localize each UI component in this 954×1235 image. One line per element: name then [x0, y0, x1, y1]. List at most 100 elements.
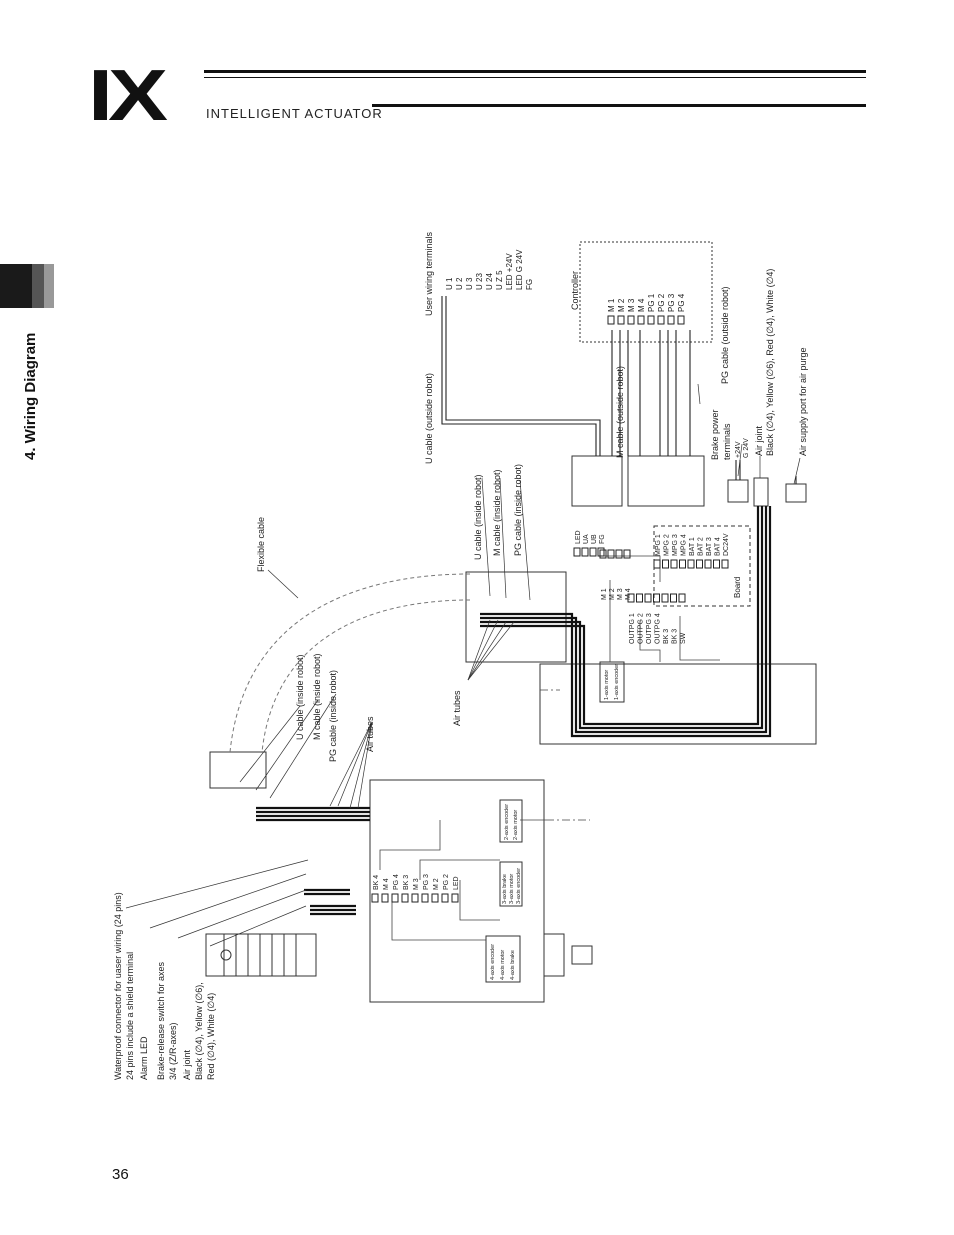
board-top-terminal-pin [670, 559, 678, 569]
air-joint-label: Air joint [182, 1049, 192, 1080]
arm-terminal-label: LED [453, 876, 460, 890]
arm-terminal-pin [411, 893, 419, 903]
m-cable-outside-label: M cable (outside robot) [615, 366, 625, 458]
brake-power-label-1: Brake power [710, 409, 720, 460]
base-m-terminal-pin [599, 549, 607, 559]
company-logo: IX INTELLIGENT ACTUATOR [88, 60, 382, 132]
controller-terminal-label: PG 2 [657, 293, 666, 312]
board-top-terminal-pin [679, 559, 686, 569]
internal-wiring [379, 555, 720, 941]
arm-housing [369, 779, 545, 1003]
u-cable-connector [571, 455, 623, 507]
m-pg-cable-connector [627, 455, 705, 507]
board-top-terminal-label: BAT 3 [706, 537, 713, 556]
axis2-motor-box [499, 799, 523, 843]
user-terminal-label: U 24 [485, 273, 494, 290]
board-top-terminal-pin [696, 559, 703, 569]
section-tab-shade-light [44, 264, 54, 308]
brake-power-label-2: terminals [722, 423, 732, 460]
controller-terminal-pin [617, 315, 625, 325]
user-terminal-label: U 2 [455, 277, 464, 290]
air-purge-label: Air supply port for air purge [798, 347, 808, 456]
controller-terminal-label: M 4 [637, 298, 646, 312]
board-top-terminal-pin [721, 559, 729, 569]
axis4-encoder-label: 4-axis encoder [490, 944, 496, 980]
axis4-motor-label: 4-axis motor [500, 950, 506, 980]
base-pg-cable-label: PG cable (inside robot) [513, 464, 523, 556]
base-led-terminal-pin [573, 547, 581, 557]
controller-terminal-label: PG 3 [667, 293, 676, 312]
base-led-terminal-label: UB [591, 534, 598, 544]
controller-terminal-pin [627, 315, 635, 325]
axis3-motor-box [499, 861, 523, 907]
arm-terminal-pin [401, 893, 409, 903]
user-terminal-label: LED G 24V [515, 249, 524, 290]
header-rule-bottom [372, 104, 866, 107]
air-joint-colors1-label: Black (∅4), Yellow (∅6), [194, 982, 204, 1080]
board-bottom-terminal-pin [644, 593, 652, 603]
pins-note-label: 24 pins include a shield terminal [125, 952, 135, 1080]
waterproof-connector-label: Waterproof connector for uaser wiring (2… [113, 892, 123, 1080]
controller-terminal-label: PG 1 [647, 293, 656, 312]
board-bottom-terminal-label: OUTPG 2 [638, 613, 645, 644]
arm-terminal-label: PG 4 [393, 874, 400, 890]
alarm-led-label: Alarm LED [139, 1036, 149, 1080]
brake-axes-label: 3/4 (Z/R-axes) [168, 1022, 178, 1080]
brake-power-terminal-label: +24V [735, 441, 742, 458]
base-air-tubes-label: Air tubes [452, 690, 462, 726]
base-led-terminal-pin [589, 547, 597, 557]
board-top-terminal-label: BAT 1 [689, 537, 696, 556]
board-bottom-terminal-pin [627, 593, 635, 603]
spline-shaft [543, 933, 593, 977]
arm-air-tubes-label: Air tubes [365, 716, 375, 752]
header-rule-top [204, 70, 866, 73]
base-led-terminal-label: UA [583, 534, 590, 544]
flexible-cable-outer [229, 573, 471, 753]
arm-labels: U cable (inside robot) M cable (inside r… [256, 517, 375, 762]
motor-labels: 1-axis motor 1-axis encoder 2-axis encod… [490, 664, 620, 980]
brake-switch-label: Brake-release switch for axes [156, 961, 166, 1080]
arm-terminal-label: BK 4 [373, 875, 380, 890]
controller-terminal-pin [657, 315, 665, 325]
section-tab-shade [32, 264, 44, 308]
controller-terminal-label: M 1 [607, 298, 616, 312]
board-top-terminal-label: MPG 1 [655, 534, 662, 556]
bellows [205, 933, 317, 977]
board-bottom-terminal-pin [678, 593, 686, 603]
arm-terminal-label: PG 3 [423, 874, 430, 890]
board-label: Board [733, 577, 742, 598]
user-terminal-label: U 1 [445, 277, 454, 290]
base-m-terminal-pin [623, 549, 631, 559]
flexible-cable-label: Flexible cable [256, 517, 266, 572]
base-m-terminal-pin [615, 549, 623, 559]
user-terminal-label: FG [525, 279, 534, 290]
board-top-terminal-label: MPG 4 [681, 534, 688, 556]
board-top-terminal-label: DC24V [723, 533, 730, 556]
outside-cables [441, 296, 797, 484]
axis1-motor-box [599, 661, 625, 703]
air-joint-outside-colors: Black (∅4), Yellow (∅6), Red (∅4), White… [765, 269, 775, 456]
axis1-encoder-label: 1-axis encoder [614, 664, 620, 700]
air-joint-fitting [753, 477, 769, 507]
board-top-terminal-pin [662, 559, 669, 569]
logo-mark: IX [88, 56, 168, 136]
board-bottom-terminal-label: OUTPG 1 [629, 613, 636, 644]
controller-terminal-pin [607, 315, 615, 325]
axis2-encoder-label: 2-axis encoder [504, 804, 510, 840]
controller-terminal-label: PG 4 [677, 293, 686, 312]
board-bottom-terminal-pin [653, 593, 660, 603]
arm-terminal-pin [431, 893, 439, 903]
controller-terminal-label: M 3 [627, 298, 636, 312]
user-terminal-label: U 23 [475, 273, 484, 290]
controller-terminal-pin [667, 315, 675, 325]
board-top-terminal-label: MPG 2 [664, 534, 671, 556]
brake-power-terminal-label: G 24V [743, 438, 750, 458]
user-terminal-label: U Z 5 [495, 270, 504, 290]
controller-terminal-pin [677, 315, 685, 325]
